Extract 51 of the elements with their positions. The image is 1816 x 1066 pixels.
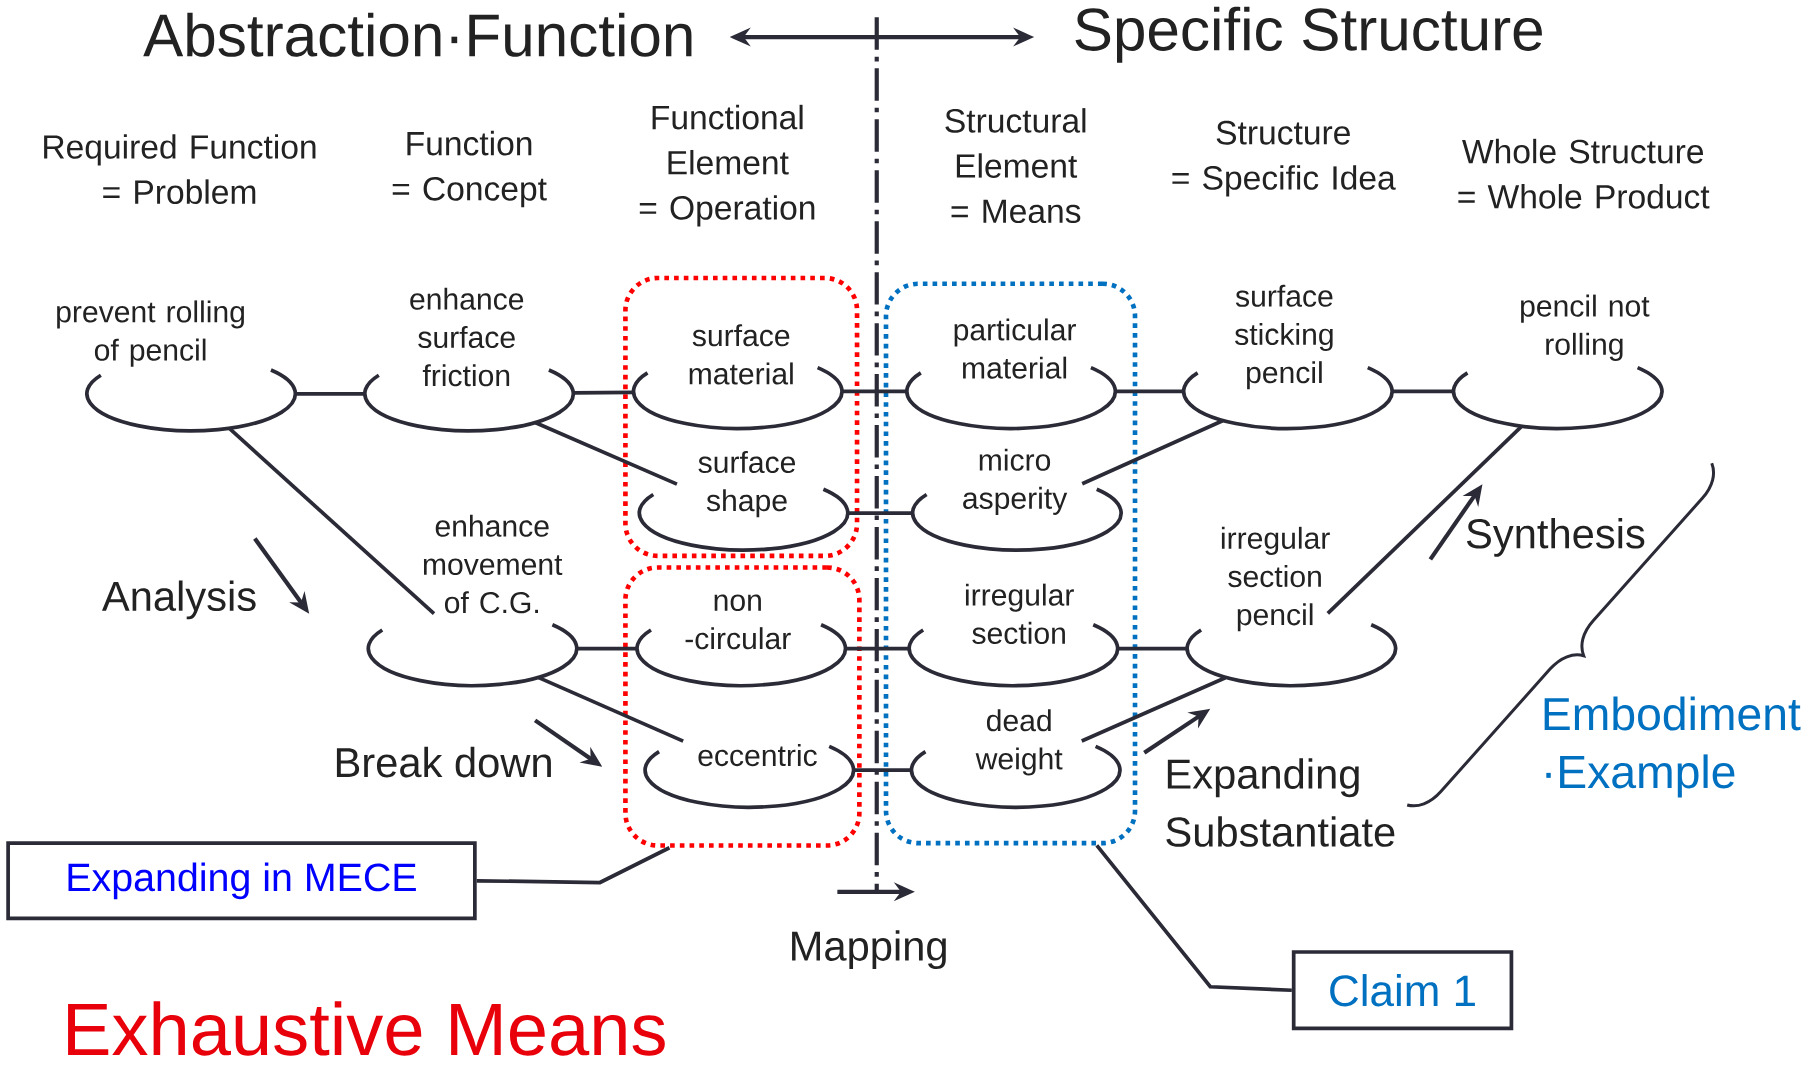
- dotted-group-box: [883, 281, 1138, 846]
- process-label: Analysis: [101, 580, 256, 620]
- text-box: Expanding in MECE: [6, 841, 477, 921]
- connector-line: [1081, 419, 1224, 486]
- connector-line: [573, 390, 634, 395]
- ellipse-node: surface sticking pencil: [1181, 285, 1394, 431]
- side-label: Embodiment ·Example: [1544, 696, 1801, 798]
- text-box: Claim 1: [1291, 950, 1514, 1031]
- ellipse-node: surface material: [631, 324, 844, 431]
- connector-line: [538, 676, 684, 744]
- column-header: Structural Element = Means: [945, 108, 1086, 224]
- ellipse-node: irregular section: [907, 583, 1120, 688]
- ellipse-node: non -circular: [635, 594, 848, 688]
- connector-line: [1081, 676, 1227, 743]
- connector-line: [295, 392, 365, 396]
- connector-line: [854, 768, 911, 773]
- leader-line: [476, 846, 671, 885]
- footer-title: Exhaustive Means: [68, 1001, 665, 1056]
- column-header: Whole Structure = Whole Product: [1458, 139, 1710, 209]
- connector-line: [1115, 389, 1184, 394]
- ellipse-node: dead weight: [909, 709, 1122, 810]
- ellipse-node: enhance movement of C.G.: [366, 515, 579, 688]
- ellipse-node: irregular section pencil: [1185, 527, 1398, 688]
- connector-line: [1326, 425, 1523, 615]
- dotted-group-box: [623, 565, 862, 849]
- connector-line: [842, 389, 907, 394]
- column-header: Structure = Specific Idea: [1172, 121, 1396, 197]
- ellipse-node: enhance surface friction: [363, 288, 575, 433]
- ellipse-node: surface shape: [637, 451, 850, 553]
- heading: Abstraction·Function: [143, 12, 692, 58]
- ellipse-node: micro asperity: [910, 448, 1123, 553]
- dotted-group-box: [623, 275, 860, 559]
- connector-line: [1118, 646, 1187, 651]
- connector-line: [848, 511, 913, 516]
- ellipse-node: particular material: [905, 318, 1118, 431]
- process-label: Synthesis: [1466, 518, 1645, 558]
- process-label: Break down: [336, 747, 551, 778]
- leader-line: [1095, 844, 1292, 993]
- column-header: Function = Concept: [392, 131, 547, 208]
- connector-line: [845, 646, 909, 651]
- connector-line: [534, 421, 678, 487]
- heading: Specific Structure: [1075, 6, 1542, 64]
- connector-line: [1392, 389, 1454, 394]
- ellipse-node: pencil not rolling: [1451, 294, 1664, 431]
- connector-line: [577, 646, 637, 651]
- process-label: Expanding Substantiate: [1166, 758, 1395, 848]
- process-label: Mapping: [792, 930, 946, 970]
- column-header: Functional Element = Operation: [639, 105, 815, 227]
- ellipse-node: prevent rolling of pencil: [57, 300, 298, 433]
- column-header: Required Function = Problem: [44, 134, 316, 205]
- connector-line: [228, 427, 436, 616]
